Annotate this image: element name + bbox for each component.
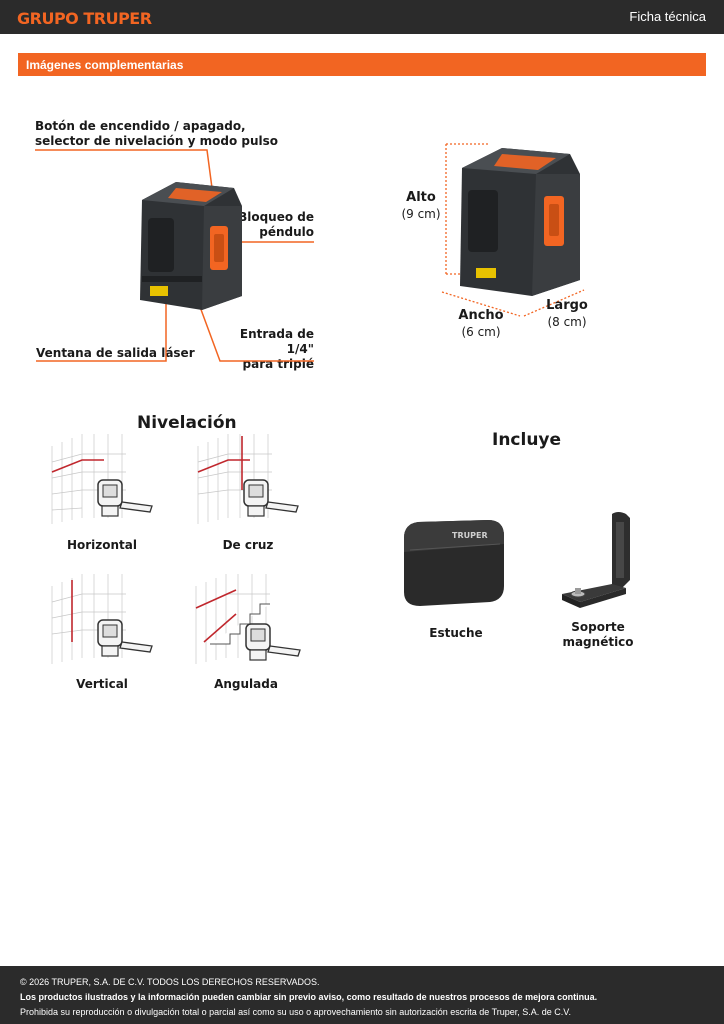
includes-item-case: Estuche: [429, 626, 483, 640]
section-bar: Imágenes complementarias: [18, 53, 706, 76]
magnetic-support-image: [562, 512, 630, 608]
leveling-vertical-diagram: [51, 574, 153, 664]
carry-case-image: TRUPER: [404, 520, 504, 606]
callout-laser-window: Ventana de salida láser: [36, 346, 195, 360]
callout-power-button: Botón de encendido / apagado, selector d…: [35, 119, 279, 148]
leveling-cross-diagram: [197, 434, 299, 524]
laser-level-front-image: [140, 182, 242, 310]
dimension-largo: Largo (8 cm): [542, 298, 592, 330]
includes-title: Incluye: [492, 430, 562, 450]
dimension-ancho: Ancho (6 cm): [456, 308, 506, 340]
footer-legal: Prohibida su reproducción o divulgación …: [20, 1007, 571, 1017]
brand-logo: GRUPO TRUPER: [17, 9, 152, 28]
laser-level-dimensions-image: [441, 143, 585, 317]
includes-item-magnetic-support: Soporte magnético: [562, 620, 634, 649]
leveling-horizontal-diagram: [51, 434, 153, 524]
dimension-alto-label: Alto: [406, 190, 436, 205]
section-title: Imágenes complementarias: [26, 58, 184, 72]
leveling-mode-horizontal: Horizontal: [66, 538, 138, 552]
leveling-mode-cross: De cruz: [222, 538, 274, 552]
dimension-largo-label: Largo: [546, 298, 588, 313]
top-header: GRUPO TRUPER Ficha técnica: [0, 0, 724, 34]
leveling-mode-angled: Angulada: [214, 677, 278, 691]
footer-notice: Los productos ilustrados y la informació…: [20, 992, 598, 1002]
leveling-angled-diagram: [195, 574, 301, 664]
dimension-ancho-value: (6 cm): [461, 325, 501, 339]
callout-leader-lines: [35, 149, 314, 362]
document-type: Ficha técnica: [629, 9, 706, 24]
dimension-alto-value: (9 cm): [401, 207, 441, 221]
footer: © 2026 TRUPER, S.A. DE C.V. TODOS LOS DE…: [0, 966, 724, 1024]
case-brand-mark: TRUPER: [452, 531, 488, 540]
footer-copyright: © 2026 TRUPER, S.A. DE C.V. TODOS LOS DE…: [20, 977, 320, 987]
dimension-largo-value: (8 cm): [547, 315, 587, 329]
leveling-mode-vertical: Vertical: [76, 677, 128, 691]
dimension-alto: Alto (9 cm): [398, 190, 444, 222]
dimension-ancho-label: Ancho: [458, 308, 504, 323]
callout-pendulum-lock: Bloqueo de péndulo: [238, 210, 314, 239]
leveling-title: Nivelación: [137, 413, 237, 433]
